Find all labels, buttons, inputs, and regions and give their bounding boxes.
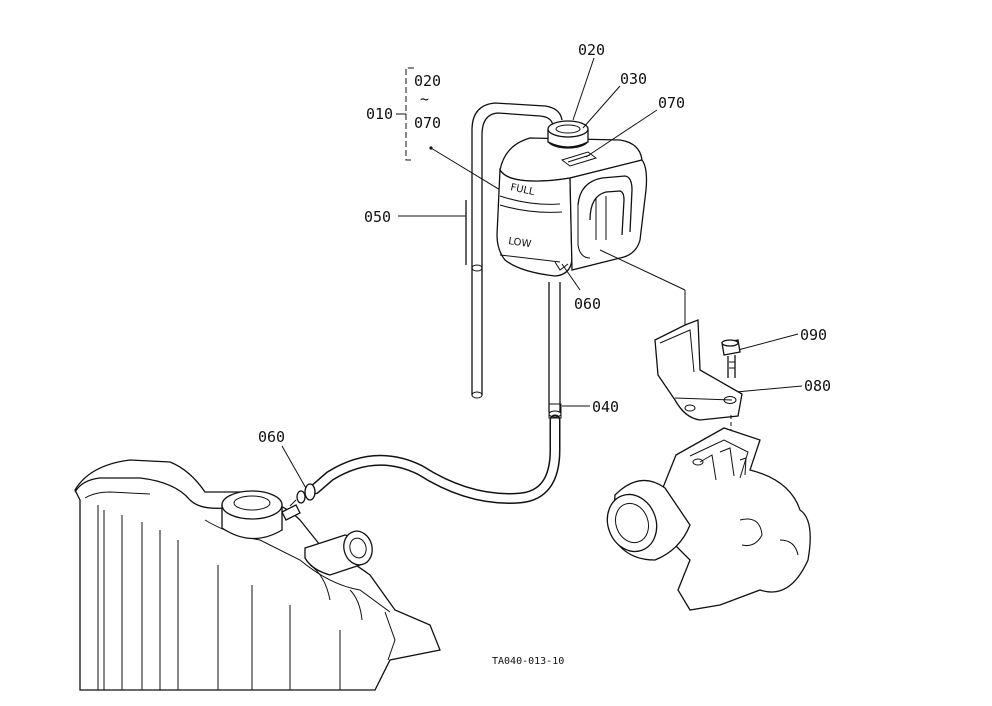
- drawing-code: TA040-013-10: [492, 656, 564, 667]
- label-050: 050: [364, 208, 391, 226]
- label-070-bracket: 070: [414, 114, 441, 132]
- label-020-bracket: 020: [414, 72, 441, 90]
- mounting-bracket-080: [654, 290, 743, 421]
- engine-housing: [606, 427, 811, 611]
- hose-clamp-060: [289, 483, 316, 507]
- bolt-090: [721, 339, 741, 440]
- label-010: 010: [366, 105, 393, 123]
- part-labels: 010 020 ~ 070 020 030 070 050 060 090 08…: [258, 41, 831, 667]
- tank-low-mark: LOW: [508, 236, 532, 250]
- label-070: 070: [658, 94, 685, 112]
- overflow-hose-050: [465, 102, 563, 399]
- label-040: 040: [592, 398, 619, 416]
- label-tilde: ~: [420, 90, 429, 108]
- assembly-bracket-010: [396, 67, 511, 197]
- reserve-tank: FULL LOW: [496, 120, 648, 277]
- hose-040: [309, 282, 562, 504]
- label-060-tank: 060: [574, 295, 601, 313]
- radiator: [74, 459, 441, 691]
- label-060-radiator: 060: [258, 428, 285, 446]
- leader-lines: [281, 57, 803, 491]
- label-020: 020: [578, 41, 605, 59]
- tank-full-mark: FULL: [509, 182, 535, 198]
- label-090: 090: [800, 326, 827, 344]
- label-030: 030: [620, 70, 647, 88]
- label-080: 080: [804, 377, 831, 395]
